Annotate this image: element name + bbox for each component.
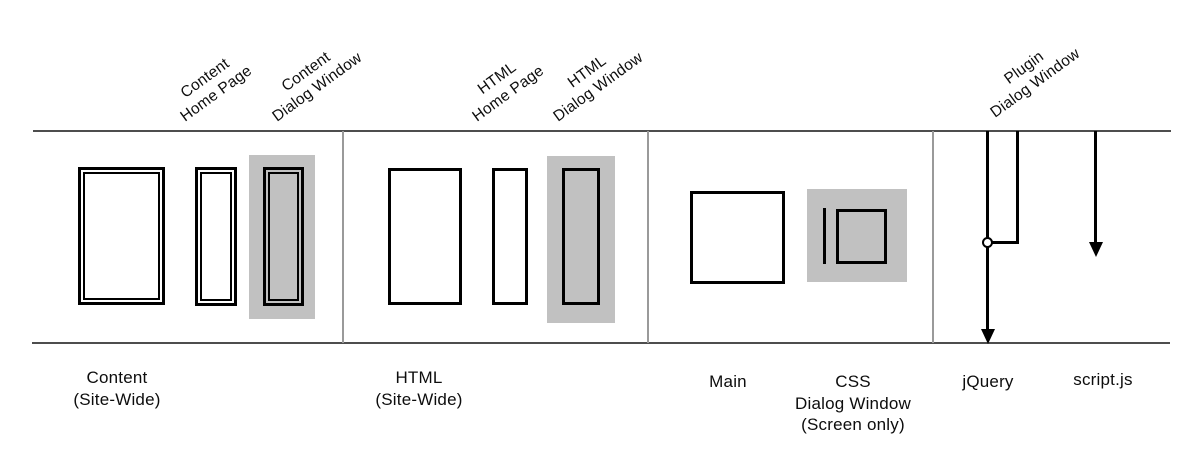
top-label-html-dialog-window: HTML Dialog Window xyxy=(550,49,647,126)
html-dialog-highlight xyxy=(547,156,615,323)
header-rule xyxy=(33,130,1171,132)
plugin-branch-line xyxy=(1016,131,1019,244)
top-label-plugin-dialog-window: Plugin Dialog Window xyxy=(987,45,1084,122)
content-sitewide-box xyxy=(78,167,165,305)
section-divider-html-css xyxy=(647,131,649,343)
content-dialog-highlight xyxy=(249,155,315,319)
caption-content-sitewide: Content (Site-Wide) xyxy=(73,368,161,409)
top-label-html-home-page: HTML Home Page xyxy=(469,58,548,126)
content-sitewide-box-inner xyxy=(83,172,160,300)
content-homepage-box-inner xyxy=(200,172,232,301)
content-homepage-box xyxy=(195,167,237,306)
jquery-arrow-line xyxy=(986,131,989,330)
scriptjs-arrow-line xyxy=(1094,131,1097,243)
caption-main: Main xyxy=(709,372,747,391)
branch-junction-circle-icon xyxy=(982,237,993,248)
caption-html-sitewide: HTML (Site-Wide) xyxy=(375,368,463,409)
html-sitewide-box xyxy=(388,168,462,305)
caption-scriptjs: script.js xyxy=(1073,370,1133,389)
html-homepage-box xyxy=(492,168,528,305)
content-dialog-box-inner xyxy=(268,172,299,301)
caption-css-dialog-window: CSS Dialog Window (Screen only) xyxy=(795,372,911,434)
html-dialog-box xyxy=(562,168,600,305)
scriptjs-arrowhead-icon xyxy=(1089,242,1103,257)
jquery-arrowhead-icon xyxy=(981,329,995,344)
footer-rule xyxy=(32,342,1170,344)
plugin-branch-connector xyxy=(991,241,1018,244)
section-divider-css-js xyxy=(932,131,934,343)
content-dialog-box xyxy=(263,167,304,306)
css-main-box xyxy=(690,191,785,284)
css-dialog-bar xyxy=(823,208,826,264)
top-label-content-home-page: Content Home Page xyxy=(177,55,256,126)
css-dialog-box xyxy=(836,209,887,264)
caption-jquery: jQuery xyxy=(962,372,1014,391)
section-divider-content-html xyxy=(342,131,344,343)
top-label-content-dialog-window: Content Dialog Window xyxy=(269,48,366,126)
